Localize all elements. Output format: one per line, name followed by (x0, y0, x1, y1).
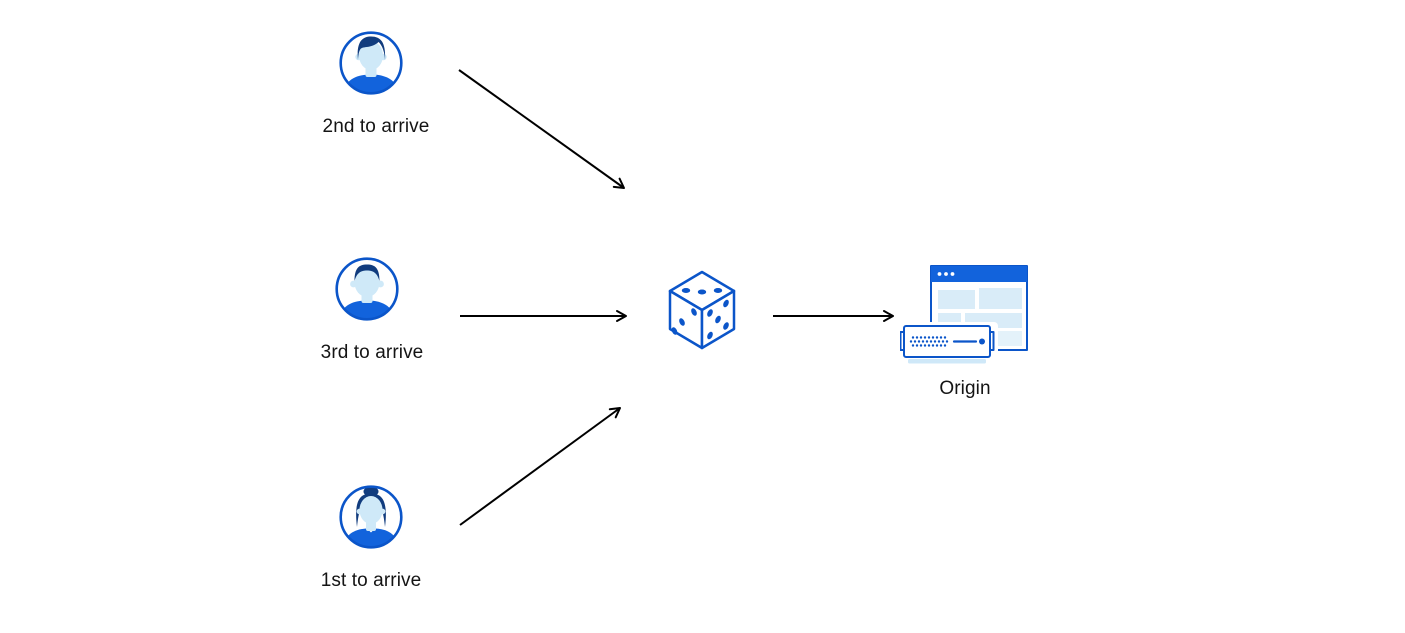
avatar-ring (339, 31, 403, 95)
server-dots-pattern (909, 336, 949, 347)
avatar-ring (339, 485, 403, 549)
client-1st-label: 1st to arrive (320, 570, 422, 591)
client-3rd-label: 3rd to arrive (320, 342, 424, 363)
origin-server-icon (900, 265, 1028, 364)
user-avatar-man-short-hair-icon (335, 257, 399, 321)
origin-label: Origin (939, 378, 991, 399)
client-2nd-label: 2nd to arrive (322, 116, 430, 137)
avatar-ring (335, 257, 399, 321)
user-avatar-woman-icon (339, 485, 403, 549)
dice-icon (668, 270, 736, 350)
arrow-client1st-to-dice (459, 407, 621, 526)
arrow-client2nd-to-dice (458, 69, 625, 189)
user-avatar-man-icon (339, 31, 403, 95)
server-graphic (900, 322, 998, 364)
